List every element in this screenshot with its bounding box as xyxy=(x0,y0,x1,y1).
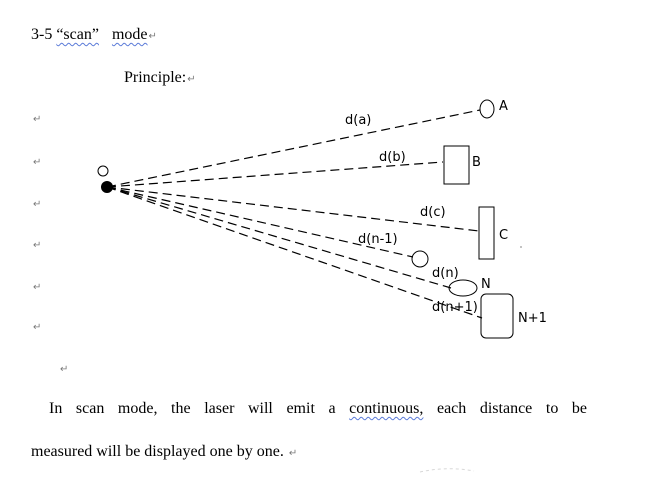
paragraph-mark-icon: ↵ xyxy=(33,199,42,210)
principle-label: Principle:↵ xyxy=(124,69,196,87)
distance-label-b: d(b) xyxy=(379,150,406,165)
distance-label-n: d(n) xyxy=(432,266,459,281)
paragraph-mark-icon: ↵ xyxy=(187,74,196,85)
faint-arc-artifact xyxy=(419,468,475,473)
paragraph-mark-icon: ↵ xyxy=(33,157,42,168)
body-line-2: measured will be displayed one by one. ↵ xyxy=(31,443,587,461)
stray-dot xyxy=(520,246,522,248)
paragraph-mark-icon: ↵ xyxy=(33,114,42,125)
distance-label-a: d(a) xyxy=(345,113,371,128)
target-label-n-plus-1: N+1 xyxy=(518,311,547,326)
body-line-1-start: In scan mode, the laser will emit a xyxy=(49,400,350,417)
target-label-b: B xyxy=(472,155,481,170)
body-line-1-end: each distance to be xyxy=(423,400,588,417)
body-line-1: In scan mode, the laser will emit a cont… xyxy=(31,400,587,418)
paragraph-mark-icon: ↵ xyxy=(33,240,42,251)
target-label-c: C xyxy=(499,228,508,243)
heading-mode-word: mode xyxy=(111,26,148,43)
paragraph-mark-icon: ↵ xyxy=(33,322,42,333)
target-n-1-icon xyxy=(411,250,429,268)
beam-b xyxy=(106,161,444,188)
distance-label-n-1: d(n-1) xyxy=(358,232,398,247)
beam-n-plus-1 xyxy=(106,186,483,319)
principle-text: Principle: xyxy=(124,69,187,86)
target-n-icon xyxy=(448,279,478,297)
body-line-2-text: measured will be displayed one by one. xyxy=(31,443,284,460)
section-number: 3-5 xyxy=(31,26,53,43)
paragraph-mark-icon: ↵ xyxy=(60,364,69,375)
target-n-plus-1-icon xyxy=(480,293,514,339)
paragraph-mark-icon: ↵ xyxy=(288,448,298,459)
beam-n-1 xyxy=(106,186,414,258)
beam-n xyxy=(106,186,452,289)
target-label-n: N xyxy=(481,277,491,292)
target-label-a: A xyxy=(499,99,508,114)
section-heading: 3-5 “scan” mode↵ xyxy=(31,26,157,44)
reference-circle-icon xyxy=(97,165,109,177)
beam-a xyxy=(106,109,481,188)
target-c-icon xyxy=(478,206,495,260)
beam-c xyxy=(106,186,480,232)
body-line-1-underlined-word: continuous, xyxy=(349,400,424,417)
distance-label-c: d(c) xyxy=(420,205,446,220)
paragraph-mark-icon: ↵ xyxy=(33,282,42,293)
heading-quoted-word: “scan” xyxy=(56,26,99,43)
distance-label-n-plus-1: d(n+1) xyxy=(432,300,478,315)
target-a-icon xyxy=(479,99,495,119)
target-b-icon xyxy=(443,145,470,185)
paragraph-mark-icon: ↵ xyxy=(148,31,157,42)
